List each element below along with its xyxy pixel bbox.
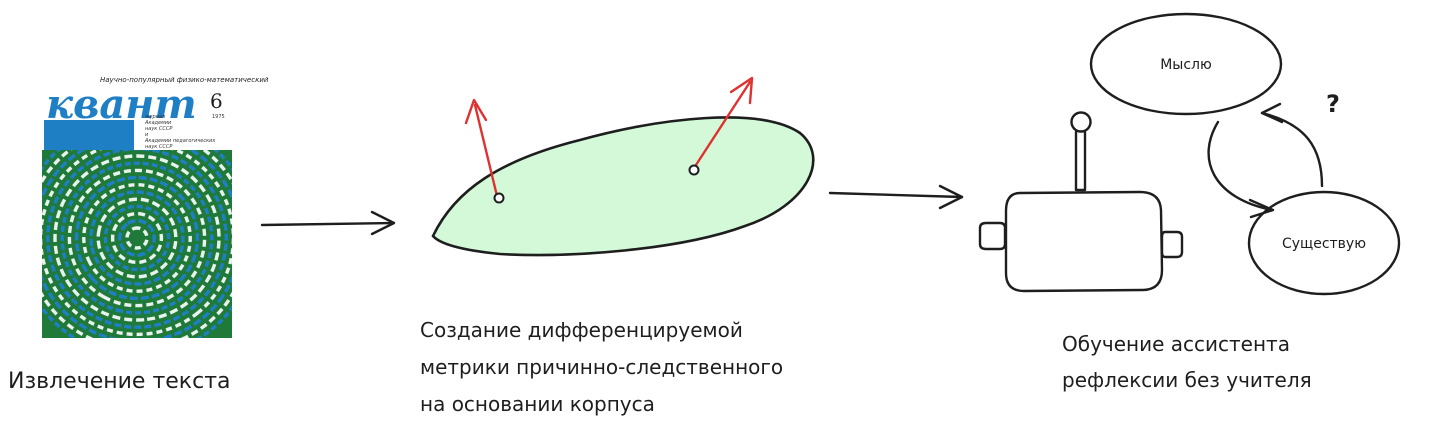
spiral-ring (46, 147, 228, 329)
step3-caption-line-1: Обучение ассистента (1062, 332, 1290, 356)
spiral-ring (103, 204, 171, 272)
step2-caption-line-2: метрики причинно-следственного (420, 355, 783, 379)
node-exist-label: Существую (1282, 236, 1366, 252)
spiral-ring (60, 161, 214, 315)
flow-arrow-2 (828, 184, 964, 210)
magazine-subtitle-line: наук СССР (145, 126, 172, 132)
magazine-cover: Научно-популярный физико-математический … (42, 72, 269, 338)
step2-caption: Создание дифференцируемой метрики причин… (420, 318, 783, 416)
magazine-subtitle-line: журнал (144, 114, 166, 120)
step3-caption-line-2: рефлексии без учителя (1062, 368, 1312, 392)
spiral-ring (42, 139, 232, 337)
magazine-year: 1975 (212, 114, 225, 120)
cycle-arrow-down (1207, 120, 1275, 219)
sample-point-1 (493, 192, 505, 204)
spiral-ring (53, 154, 221, 322)
magazine-subtitle-line: Академии педагогических (144, 138, 215, 144)
spiral-ring (110, 211, 164, 265)
magazine-subtitle-line: и (145, 132, 149, 138)
question-mark: ? (1326, 90, 1340, 118)
step3-caption: Обучение ассистента рефлексии без учител… (1062, 332, 1312, 392)
spiral-pattern (42, 118, 232, 338)
metric-blob (431, 116, 815, 257)
magazine-issue: 6 (210, 89, 223, 113)
step2-caption-line-3: на основании корпуса (420, 392, 655, 416)
flow-arrow-1 (260, 210, 396, 236)
node-think-label: Мыслю (1160, 57, 1212, 73)
sample-point-2 (688, 164, 700, 176)
spiral-ring (82, 183, 192, 293)
spiral-ring (118, 219, 156, 257)
magazine-logo-block (44, 120, 134, 150)
magazine-subtitle-line: Академии (144, 120, 172, 126)
gradient-arrow-1 (464, 98, 499, 198)
spiral-ring (89, 190, 185, 286)
spiral-ring (125, 226, 149, 250)
spiral-ring (67, 168, 207, 308)
node-think (1089, 12, 1283, 116)
spiral-ring (74, 175, 200, 301)
magazine-header: Научно-популярный физико-математический (100, 76, 269, 84)
cycle-diagram: Мыслю Существую ? (1089, 12, 1401, 296)
gradient-arrow-2 (692, 76, 754, 170)
cycle-arrow-up (1260, 102, 1324, 188)
node-exist (1247, 190, 1401, 296)
step2-caption-line-1: Создание дифференцируемой (420, 318, 743, 342)
spiral-ring (42, 132, 232, 338)
robot-icon (978, 111, 1184, 293)
step1-caption: Извлечение текста (8, 369, 231, 394)
spiral-ring (96, 197, 178, 279)
magazine-subtitle-line: наук СССР (145, 144, 172, 150)
spiral-center (134, 235, 140, 241)
